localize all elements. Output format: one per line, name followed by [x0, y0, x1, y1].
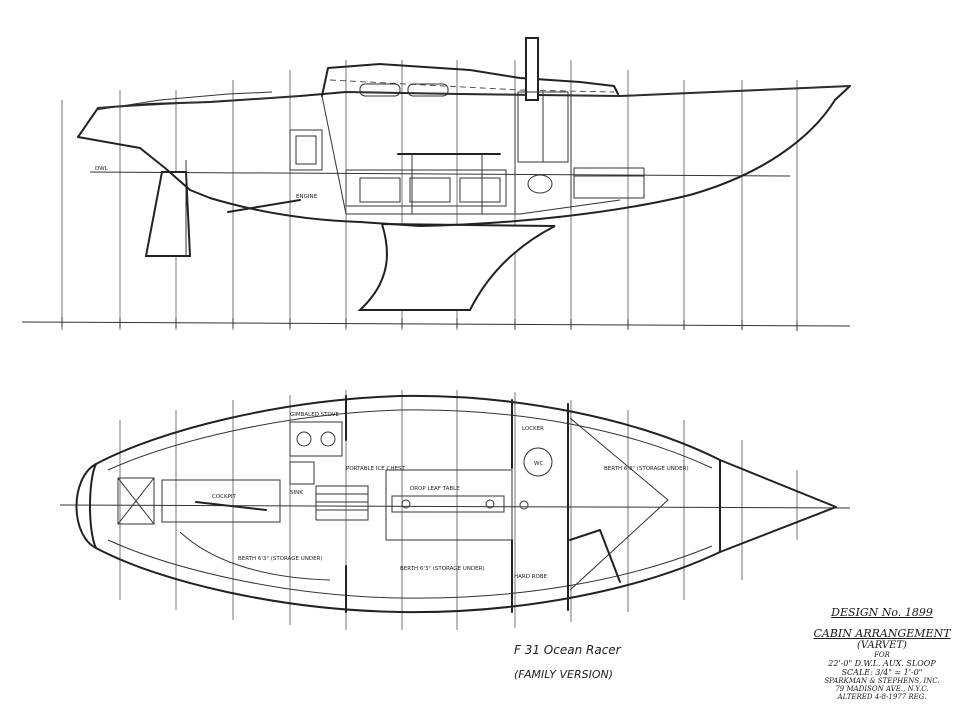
companionway-ladder	[315, 485, 369, 521]
hull-profile	[77, 85, 851, 227]
rudder	[144, 171, 192, 257]
profile-label-dwl: DWL	[95, 166, 109, 172]
plan-label-hanging-locker: HARD ROBE	[514, 574, 548, 580]
cabin-window-aft	[359, 83, 401, 97]
plan-label-berth-fwd: BERTH 6'3" (STORAGE UNDER)	[604, 466, 689, 472]
plan-label-berth-port: BERTH 6'3" (STORAGE UNDER)	[238, 556, 323, 562]
cabin-window-fwd	[407, 83, 449, 97]
mast	[525, 37, 539, 101]
drop-leaf-table: DROP LEAF TABLE	[385, 469, 513, 541]
title-address: 79 MADISON AVE., N.Y.C.	[835, 685, 929, 693]
cabin-house	[321, 63, 619, 97]
plan-centerline	[59, 504, 851, 509]
galley-sink	[289, 461, 315, 485]
head-compartment: LOCKER WC HARD ROBE	[514, 426, 553, 580]
title-footer: ALTERED 4-8-1977 REG.	[837, 693, 927, 701]
profile-view: DWL ENGINE	[21, 37, 851, 331]
profile-waterline	[89, 171, 791, 177]
plan-label-cockpit: COCKPIT	[212, 494, 237, 500]
gimballed-stove: GIMBALED STOVE	[289, 412, 343, 457]
plan-label-ice-chest: PORTABLE ICE CHEST	[346, 466, 405, 472]
keel	[357, 222, 556, 311]
hull-plan	[75, 394, 837, 614]
plan-label-wc: WC	[534, 461, 543, 467]
plan-label-berth-center: BERTH 6'3" (STORAGE UNDER)	[400, 566, 485, 572]
title-for: FOR	[874, 651, 890, 659]
title-design-number: DESIGN No. 1899	[831, 606, 933, 619]
title-sheet-name: CABIN ARRANGEMENT	[813, 627, 951, 640]
title-boat: 22'-0" D.W.L. AUX. SLOOP	[828, 659, 936, 668]
plan-label-sink: SINK	[290, 490, 303, 496]
title-firm: SPARKMAN & STEPHENS, INC.	[824, 677, 940, 685]
profile-label-engine: ENGINE	[296, 194, 318, 200]
plan-label-locker: LOCKER	[522, 426, 544, 432]
project-title: F 31 Ocean Racer	[514, 643, 622, 657]
plan-label-stove: GIMBALED STOVE	[290, 412, 340, 418]
profile-toilet	[527, 174, 553, 194]
plan-station-lines	[119, 390, 798, 630]
project-subtitle: (FAMILY VERSION)	[514, 668, 613, 681]
title-variant: (VARVET)	[857, 640, 907, 651]
title-scale: SCALE: 3/4" = 1'-0"	[841, 668, 923, 677]
plan-view: COCKPIT GIMBALED STOVE PORTABLE ICE CHES…	[59, 390, 851, 630]
profile-baseline	[21, 317, 851, 331]
profile-table	[397, 153, 501, 214]
plan-label-table: DROP LEAF TABLE	[410, 486, 460, 492]
title-block: DESIGN No. 1899 CABIN ARRANGEMENT (VARVE…	[808, 606, 956, 701]
cockpit: COCKPIT	[117, 477, 281, 525]
